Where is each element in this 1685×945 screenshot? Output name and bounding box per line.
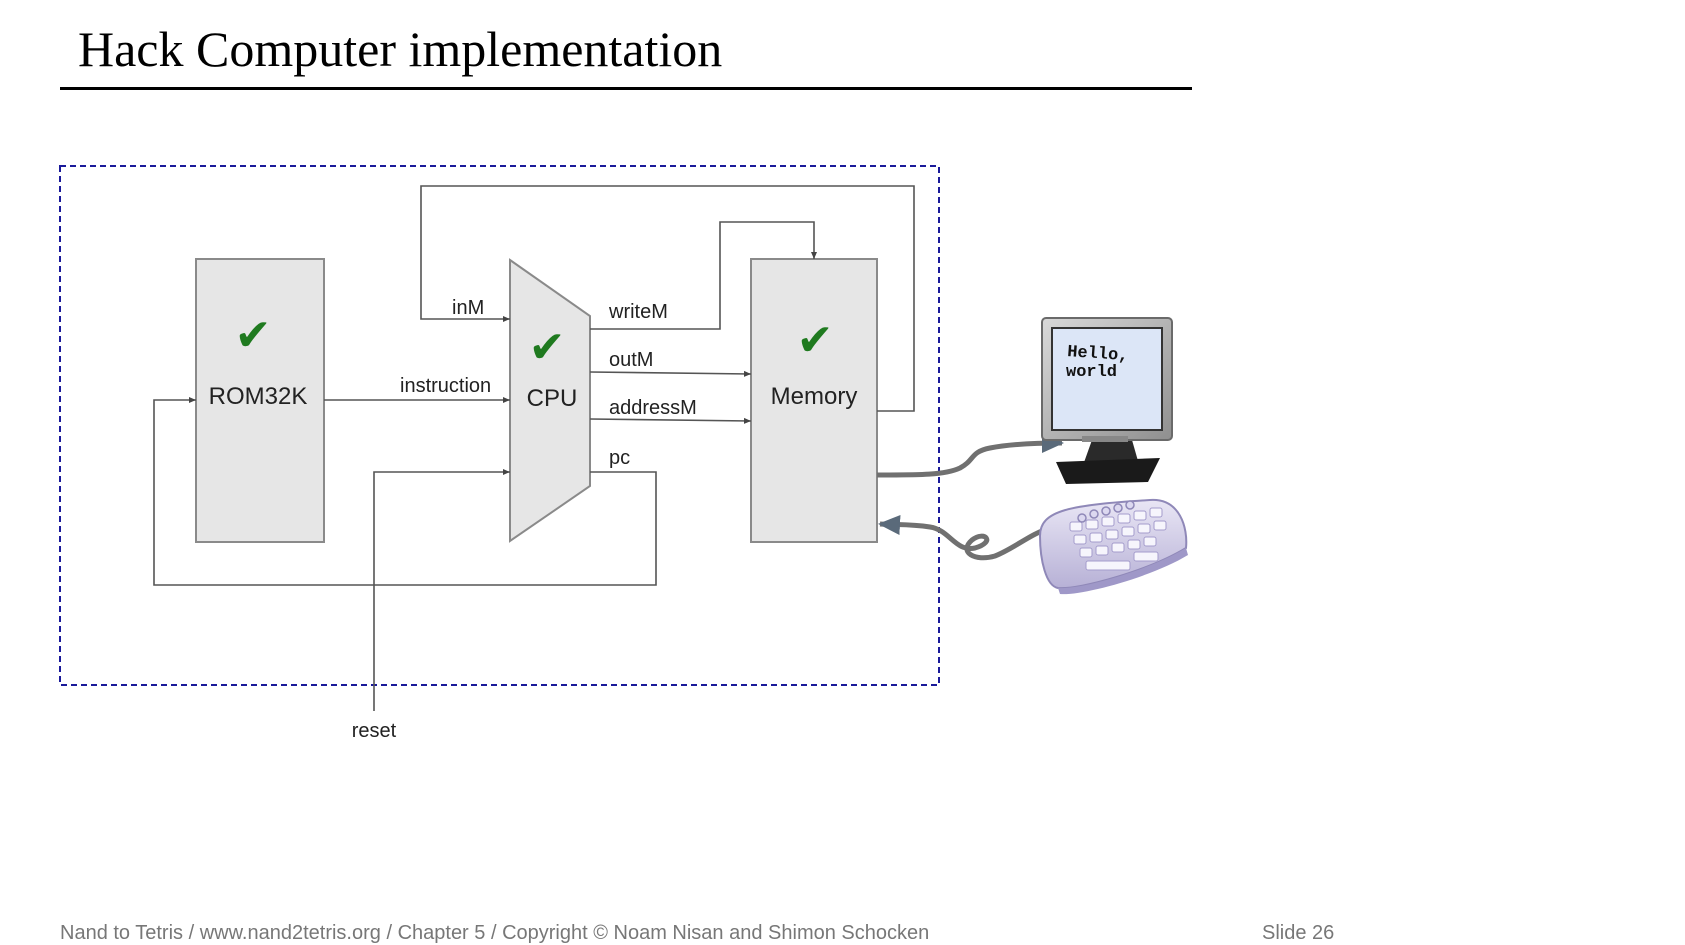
cpu-check: ✔ bbox=[529, 322, 566, 373]
memory-box bbox=[750, 258, 878, 543]
wire-pc bbox=[153, 397, 657, 586]
cpu-block bbox=[509, 258, 591, 543]
keyboard-icon bbox=[1038, 498, 1188, 595]
wire-writeM bbox=[590, 221, 817, 330]
label-inM: inM bbox=[452, 297, 484, 319]
wire-addressM bbox=[589, 417, 752, 424]
label-instruction: instruction bbox=[400, 375, 491, 397]
slide-title: Hack Computer implementation bbox=[78, 21, 723, 77]
label-reset: reset bbox=[352, 720, 397, 742]
keyboard-cable bbox=[878, 515, 1051, 561]
rom32k-check: ✔ bbox=[235, 310, 272, 361]
screen-cable bbox=[876, 433, 1064, 478]
title-underline bbox=[60, 87, 1192, 90]
rom32k-box bbox=[195, 258, 325, 543]
label-writeM: writeM bbox=[608, 301, 668, 323]
rom32k-label: ROM32K bbox=[209, 383, 308, 410]
wire-reset bbox=[373, 469, 510, 711]
label-pc: pc bbox=[609, 447, 630, 469]
monitor-icon bbox=[1041, 317, 1173, 484]
cpu-label: CPU bbox=[527, 385, 578, 412]
memory-label: Memory bbox=[771, 383, 858, 410]
wire-inM bbox=[420, 185, 915, 412]
screen-text-line1: Hello, bbox=[1067, 343, 1129, 366]
screen-text-line2: world bbox=[1066, 363, 1117, 382]
label-outM: outM bbox=[609, 349, 653, 371]
label-addressM: addressM bbox=[609, 397, 697, 419]
wire-outM bbox=[589, 370, 752, 377]
memory-check: ✔ bbox=[797, 315, 834, 366]
